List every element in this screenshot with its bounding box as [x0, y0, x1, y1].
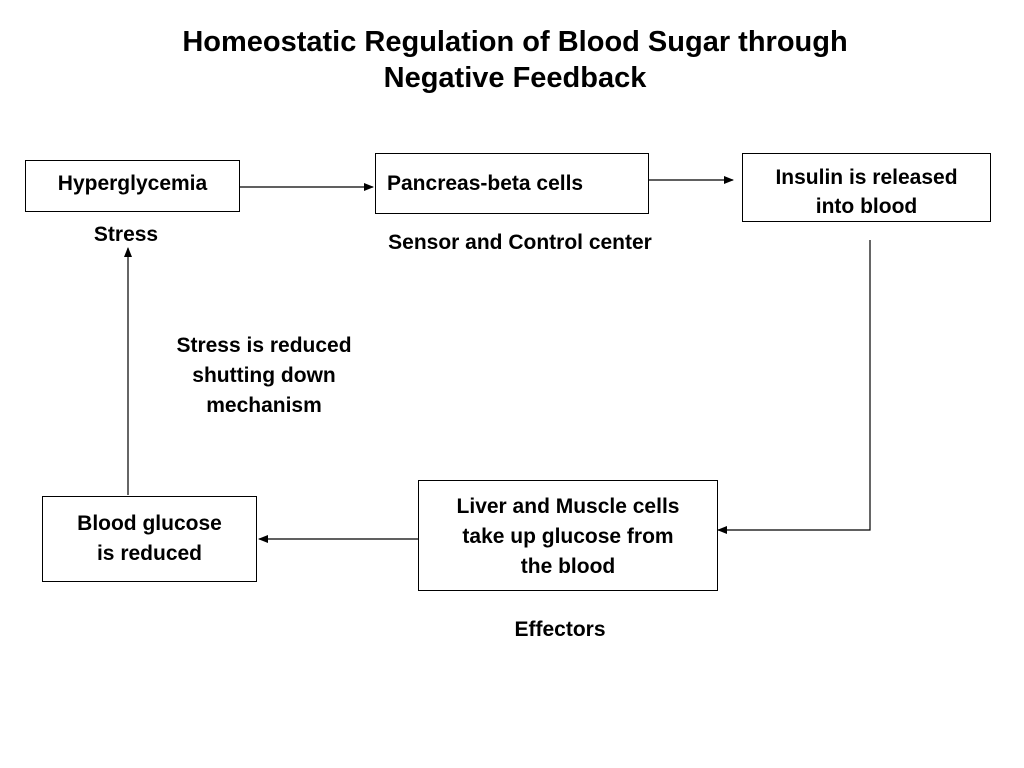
effectors-label: Effectors: [514, 618, 606, 641]
liver-muscle-line-1: Liver and Muscle cells: [456, 495, 680, 518]
blood-glucose-line-2: is reduced: [96, 542, 203, 565]
feedback-label: Stress is reduced shutting down mechanis…: [150, 331, 378, 421]
hyperglycemia-box: Hyperglycemia: [25, 160, 240, 212]
sensor-control-label: Sensor and Control center: [388, 231, 652, 254]
diagram-title: Homeostatic Regulation of Blood Sugar th…: [60, 24, 970, 96]
liver-muscle-box: Liver and Muscle cells take up glucose f…: [418, 480, 718, 591]
title-line-2: Negative Feedback: [383, 62, 647, 94]
insulin-box: Insulin is released into blood: [742, 153, 991, 222]
feedback-line-1: Stress is reduced: [176, 334, 352, 357]
arrow-insulin-to-liver-muscle: [717, 240, 871, 534]
blood-glucose-box: Blood glucose is reduced: [42, 496, 257, 582]
feedback-line-2: shutting down: [192, 364, 336, 387]
blood-glucose-line-1: Blood glucose: [77, 512, 222, 535]
insulin-label-line-2: into blood: [815, 195, 918, 218]
pancreas-label: Pancreas-beta cells: [387, 172, 584, 195]
stress-label: Stress: [93, 223, 159, 246]
title-line-1: Homeostatic Regulation of Blood Sugar th…: [182, 26, 848, 58]
feedback-line-3: mechanism: [206, 394, 322, 417]
liver-muscle-line-2: take up glucose from: [462, 525, 674, 548]
insulin-label-line-1: Insulin is released: [775, 166, 958, 189]
pancreas-box: Pancreas-beta cells: [375, 153, 649, 214]
liver-muscle-line-3: the blood: [520, 555, 616, 578]
hyperglycemia-label: Hyperglycemia: [57, 172, 208, 195]
